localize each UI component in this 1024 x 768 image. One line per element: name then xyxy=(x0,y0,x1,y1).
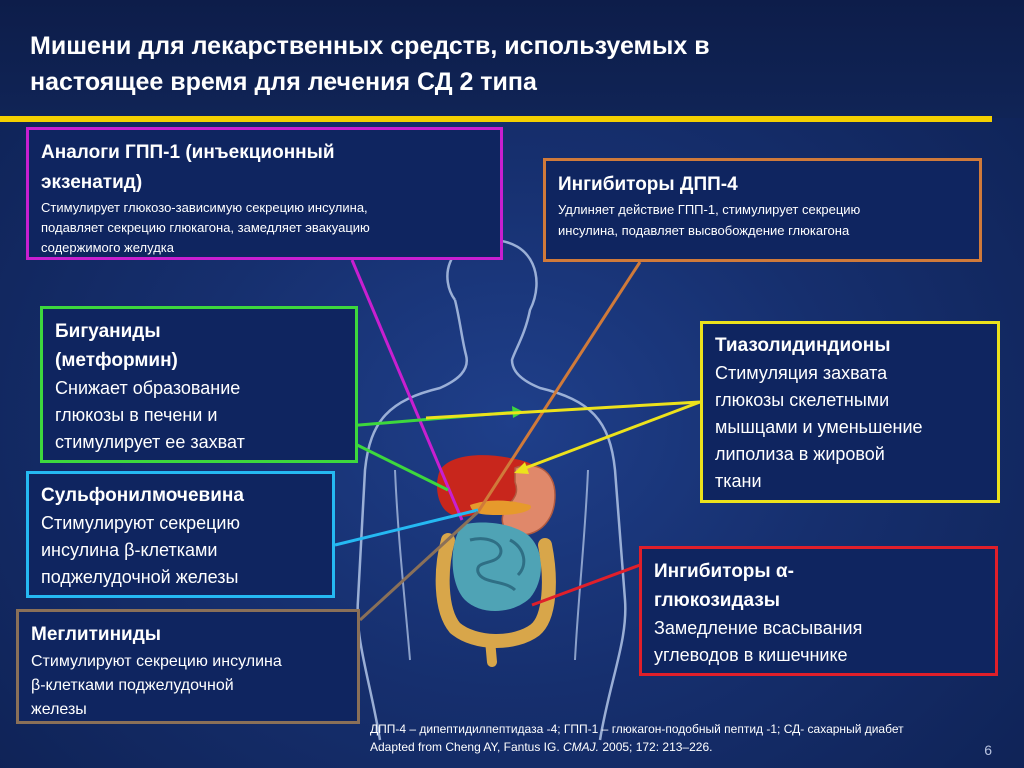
tzd-desc-line-3: мышцами и уменьшение xyxy=(715,417,923,437)
connector-meglitinides xyxy=(358,510,480,622)
connector-dpp4 xyxy=(476,261,642,513)
biguanides-heading-line-1: Бигуаниды xyxy=(55,321,161,342)
glp1-desc-line-1: Стимулирует глюкозо-зависимую секрецию и… xyxy=(41,200,368,215)
small-intestine-shape xyxy=(452,522,542,612)
thiazolidinediones-box: Тиазолидиндионы Стимуляция захвата глюко… xyxy=(700,321,1000,503)
small-intestine-loops xyxy=(469,537,526,592)
alpha-heading-line-1: Ингибиторы α- xyxy=(654,561,794,582)
glp1-desc-line-3: содержимого желудка xyxy=(41,240,174,255)
body-inner-arm-left xyxy=(394,469,411,661)
sulfonylurea-box: Сульфонилмочевина Стимулируют секрецию и… xyxy=(26,471,335,598)
connector-glp1 xyxy=(350,259,464,521)
sulfonylurea-desc-line-2: инсулина β-клетками xyxy=(41,540,218,560)
tzd-desc-line-2: глюкозы скелетными xyxy=(715,390,890,410)
glp1-desc-line-2: подавляет секрецию глюкагона, замедляет … xyxy=(41,220,370,235)
reference-prefix: Adapted from Cheng AY, Fantus IG. xyxy=(370,740,564,754)
page-number: 6 xyxy=(984,742,992,758)
title-header xyxy=(0,0,1024,118)
alpha-desc-line-2: углеводов в кишечнике xyxy=(654,645,848,665)
biguanides-desc-line-1: Снижает образование xyxy=(55,378,241,398)
dpp4-desc-line-1: Удлиняет действие ГПП-1, стимулирует сек… xyxy=(558,202,861,217)
reference-journal: CMAJ. xyxy=(563,740,600,754)
title-underline xyxy=(0,116,992,122)
colon-rectum xyxy=(485,635,497,667)
abbreviations-note: ДПП-4 – дипептидилпептидаза -4; ГПП-1 – … xyxy=(370,722,904,736)
tzd-desc-line-4: липолиза в жировой xyxy=(715,444,885,464)
connector-tzd-fat xyxy=(519,400,701,472)
sulfonylurea-desc-line-3: поджелудочной железы xyxy=(41,567,239,587)
glp1-heading-line-2: экзенатид) xyxy=(41,172,143,193)
biguanides-heading-line-2: (метформин) xyxy=(55,350,178,371)
sulfonylurea-heading: Сульфонилмочевина xyxy=(41,485,244,506)
meglitinides-desc-line-3: железы xyxy=(31,701,87,718)
connector-sulfonylurea xyxy=(334,508,479,547)
biguanides-box: Бигуаниды (метформин) Снижает образовани… xyxy=(40,306,358,463)
meglitinides-box: Меглитиниды Стимулируют секрецию инсулин… xyxy=(16,609,360,724)
pancreas-shape xyxy=(470,500,531,515)
biguanides-desc-line-3: стимулирует ее захват xyxy=(55,432,245,452)
reference-note: Adapted from Cheng AY, Fantus IG. CMAJ. … xyxy=(370,738,1016,756)
alpha-desc-line-1: Замедление всасывания xyxy=(654,618,863,638)
alpha-glucosidase-inhibitors-box: Ингибиторы α- глюкозидазы Замедление вса… xyxy=(639,546,998,676)
tzd-desc-line-5: ткани xyxy=(715,471,762,491)
dpp4-heading: Ингибиторы ДПП-4 xyxy=(558,174,738,195)
sulfonylurea-desc-line-1: Стимулируют секрецию xyxy=(41,513,240,533)
tzd-heading: Тиазолидиндионы xyxy=(715,335,891,356)
slide-title: Мишени для лекарственных средств, исполь… xyxy=(30,28,990,100)
reference-suffix: 2005; 172: 213–226. xyxy=(599,740,713,754)
alpha-heading-line-2: глюкозидазы xyxy=(654,590,781,611)
connector-tzd-muscle xyxy=(425,400,701,420)
arrow-tzd-fat xyxy=(514,462,529,474)
dpp4-desc-line-2: инсулина, подавляет высвобождение глюкаг… xyxy=(558,223,850,238)
meglitinides-desc-line-1: Стимулируют секрецию инсулина xyxy=(31,653,282,670)
meglitinides-desc-line-2: β-клетками поджелудочной xyxy=(31,677,234,694)
meglitinides-heading: Меглитиниды xyxy=(31,624,162,645)
glp1-analogs-box: Аналоги ГПП-1 (инъекционный экзенатид) С… xyxy=(26,127,503,260)
biguanides-desc-line-2: глюкозы в печени и xyxy=(55,405,218,425)
title-line-2: настоящее время для лечения СД 2 типа xyxy=(30,68,537,96)
title-line-1: Мишени для лекарственных средств, исполь… xyxy=(30,32,710,60)
connector-alpha xyxy=(531,563,641,607)
glp1-heading-line-1: Аналоги ГПП-1 (инъекционный xyxy=(41,142,335,163)
footnote: ДПП-4 – дипептидилпептидаза -4; ГПП-1 – … xyxy=(370,720,1016,756)
dpp4-inhibitors-box: Ингибиторы ДПП-4 Удлиняет действие ГПП-1… xyxy=(543,158,982,262)
tzd-desc-line-1: Стимуляция захвата xyxy=(715,363,888,383)
body-inner-arm-right xyxy=(574,469,589,661)
